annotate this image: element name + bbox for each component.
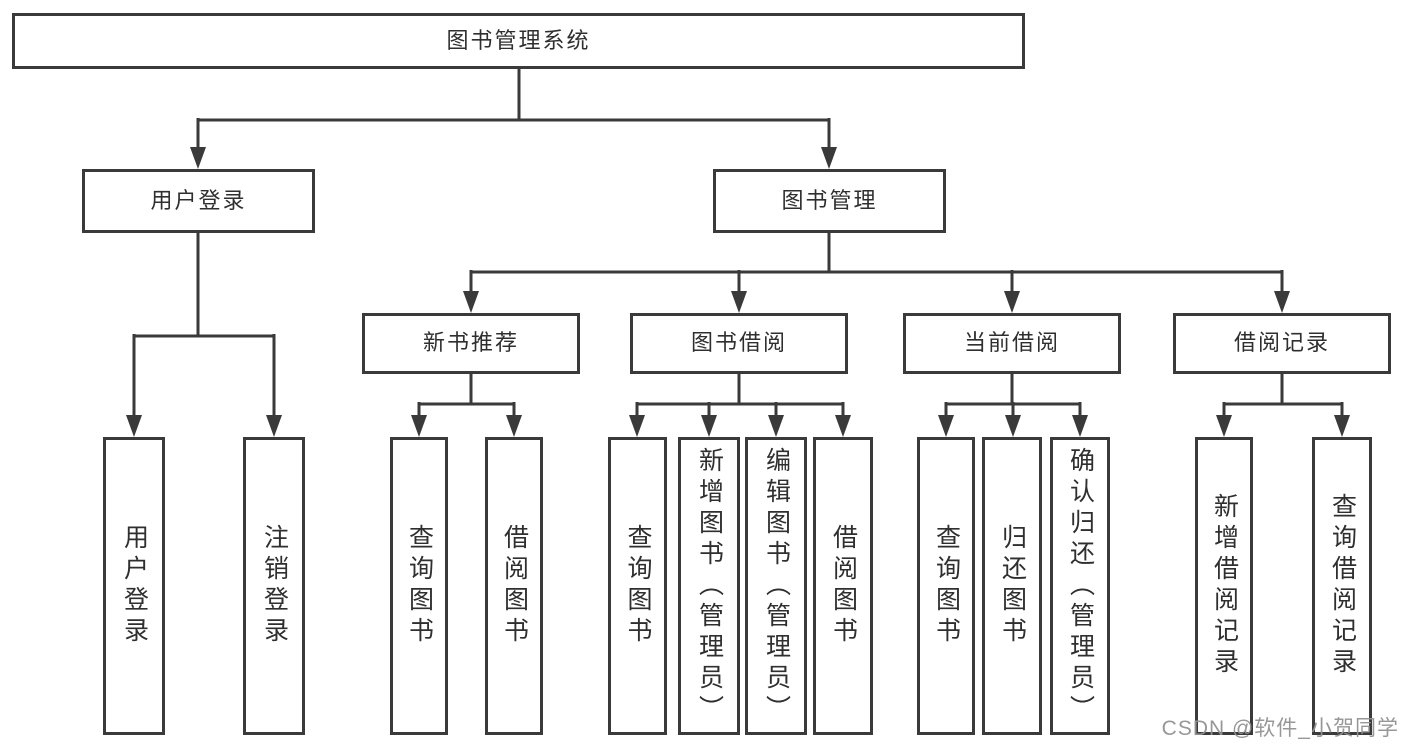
leaf-query-books-recommend: 查询图书: [390, 437, 448, 735]
node-new-book-recommend: 新书推荐: [362, 313, 580, 374]
leaf-query-books-current: 查询图书: [917, 437, 975, 735]
node-book-borrow: 图书借阅: [630, 313, 848, 374]
node-root-system: 图书管理系统: [12, 13, 1025, 69]
leaf-add-borrow-record: 新增借阅记录: [1195, 437, 1253, 735]
leaf-query-books-borrow: 查询图书: [608, 437, 667, 735]
leaf-add-books-admin: 新增图书（管理员）: [678, 437, 740, 735]
node-borrow-records: 借阅记录: [1173, 313, 1391, 374]
csdn-watermark: CSDN @软件_小贺同学: [1161, 717, 1399, 740]
leaf-logout: 注销登录: [243, 437, 305, 735]
arrowheads: [126, 147, 1350, 437]
leaf-query-borrow-record: 查询借阅记录: [1312, 437, 1372, 735]
leaf-edit-books-admin: 编辑图书（管理员）: [745, 437, 807, 735]
leaf-borrow-books: 借阅图书: [813, 437, 873, 735]
leaf-borrow-books-recommend: 借阅图书: [485, 437, 543, 735]
node-user-login: 用户登录: [82, 169, 315, 233]
leaf-user-login: 用户登录: [103, 437, 165, 735]
node-book-management: 图书管理: [713, 169, 946, 233]
leaf-return-books: 归还图书: [982, 437, 1042, 735]
leaf-confirm-return-admin: 确认归还（管理员）: [1050, 437, 1110, 735]
node-current-borrow: 当前借阅: [903, 313, 1121, 374]
